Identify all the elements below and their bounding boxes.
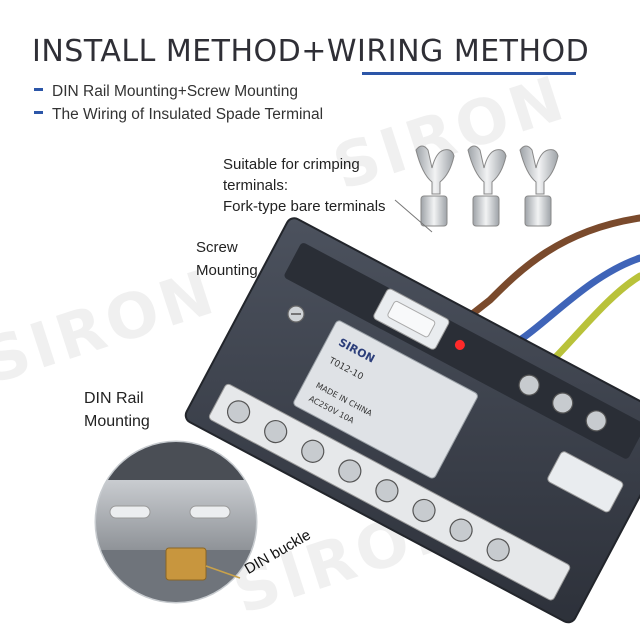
callout-screw-mounting: Screw Mounting bbox=[196, 236, 258, 282]
wire-blue bbox=[474, 254, 640, 364]
crimp-leader-line bbox=[394, 199, 433, 233]
terminal-screw-icon bbox=[264, 419, 288, 444]
fork-terminal-3 bbox=[519, 145, 559, 227]
callout-crimp-terminals: Suitable for crimping terminals: Fork-ty… bbox=[223, 154, 386, 217]
terminal-block: SIRON T012-10 MADE IN CHINA AC250V 10A bbox=[184, 217, 640, 624]
wire-terminal-screw-icon bbox=[585, 410, 607, 432]
din-rail-zoom bbox=[94, 440, 258, 604]
bullet-spade-terminal: The Wiring of Insulated Spade Terminal bbox=[34, 106, 323, 124]
label-plate bbox=[293, 320, 478, 479]
terminal-screw-icon bbox=[375, 479, 399, 503]
callout-text: terminals: bbox=[223, 177, 289, 194]
title-underline bbox=[362, 72, 576, 75]
fork-terminal-1 bbox=[415, 145, 455, 227]
wire-brown bbox=[458, 214, 640, 326]
wire-terminal-screw-icon bbox=[552, 392, 574, 414]
terminal-screw-icon bbox=[226, 400, 251, 424]
din-buckle-clip bbox=[165, 547, 207, 581]
callout-text: Mounting bbox=[84, 413, 150, 430]
led-indicator bbox=[454, 339, 465, 350]
callout-text: DIN Rail bbox=[84, 390, 144, 407]
page-title: INSTALL METHOD+WIRING METHOD bbox=[32, 34, 590, 69]
bullet-dash-icon bbox=[34, 88, 43, 92]
bullet-text: DIN Rail Mounting+Screw Mounting bbox=[52, 83, 298, 100]
terminal-screw-icon bbox=[449, 518, 473, 542]
bullet-dash-icon bbox=[34, 111, 43, 115]
callout-text: Fork-type bare terminals bbox=[223, 198, 386, 215]
terminal-screw-icon bbox=[412, 498, 436, 523]
callout-din-rail: DIN Rail Mounting bbox=[84, 387, 150, 433]
bullet-din-screw: DIN Rail Mounting+Screw Mounting bbox=[34, 83, 298, 101]
callout-text: Mounting bbox=[196, 262, 258, 279]
wire-terminal-screw-icon bbox=[518, 374, 540, 396]
terminal-screw-icon bbox=[486, 538, 510, 562]
fuse-holder-2 bbox=[547, 451, 624, 513]
terminal-screw-icon bbox=[301, 439, 325, 463]
buckle-leader-line bbox=[205, 565, 241, 579]
callout-text: Screw bbox=[196, 239, 238, 256]
bullet-text: The Wiring of Insulated Spade Terminal bbox=[52, 106, 324, 123]
callout-text: Suitable for crimping bbox=[223, 156, 360, 173]
terminal-screw-icon bbox=[338, 459, 362, 483]
fork-terminal-2 bbox=[467, 145, 507, 227]
